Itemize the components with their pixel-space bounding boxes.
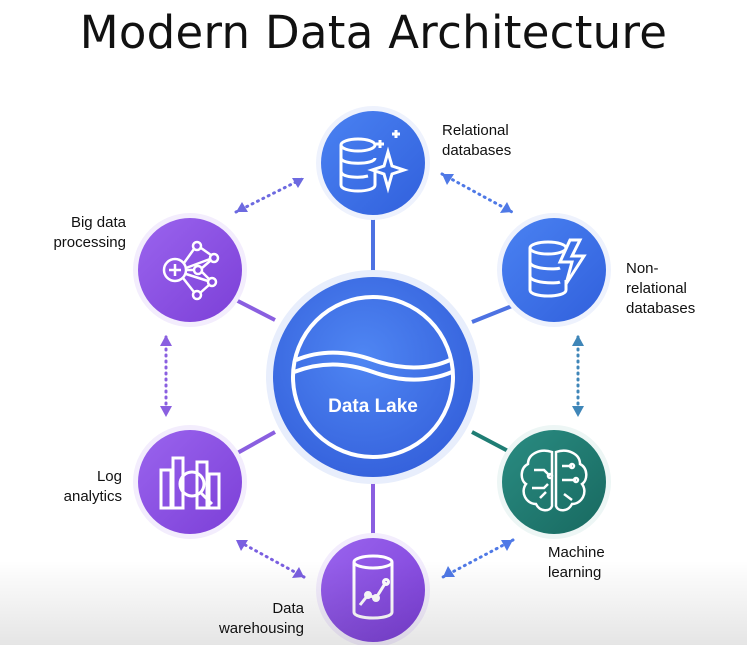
cylinder-chart-icon	[352, 554, 394, 620]
machine-learning-node	[497, 425, 611, 539]
arrow-relational-nonrelational	[440, 172, 514, 214]
dotted-arrows	[160, 172, 584, 579]
label-line: warehousing	[218, 620, 304, 637]
label-machine-learning: Machine learning	[548, 543, 605, 583]
relational-databases-node	[316, 106, 430, 220]
label-line: Non-	[626, 260, 659, 277]
label-line: databases	[626, 300, 696, 317]
brain-circuit-icon	[520, 449, 588, 512]
arrow-ml-warehousing	[441, 538, 515, 579]
label-line: learning	[548, 564, 602, 581]
page-title: Modern Data Architecture	[79, 6, 668, 59]
label-nonrelational-databases: Non- relational databases	[626, 259, 695, 319]
label-line: Big data	[70, 214, 126, 231]
label-log-analytics: Log analytics	[40, 467, 122, 507]
label-line: Data	[272, 600, 304, 617]
label-line: analytics	[63, 488, 122, 505]
nonrelational-databases-node	[497, 213, 611, 327]
bar-chart-magnifier-icon	[159, 456, 221, 510]
spokes	[231, 218, 523, 545]
spoke-log	[231, 430, 276, 458]
arrow-bigdata-relational	[234, 176, 306, 214]
label-data-warehousing: Data warehousing	[208, 599, 304, 639]
spoke-ml	[471, 430, 511, 454]
spoke-bigdata	[231, 296, 276, 322]
arrow-warehousing-log	[234, 538, 306, 579]
data-lake-label: Data Lake	[328, 396, 418, 417]
water-wave-line-2	[293, 362, 453, 382]
data-lake-node: Data Lake	[266, 270, 480, 484]
network-graph-icon	[162, 240, 220, 301]
log-analytics-node	[133, 425, 247, 539]
database-sparkle-icon	[339, 130, 409, 194]
label-big-data-processing: Big data processing	[20, 213, 126, 253]
label-line: databases	[442, 142, 512, 159]
database-lightning-icon	[528, 238, 587, 298]
water-wave-line-1	[295, 350, 451, 370]
data-warehousing-node	[316, 533, 430, 645]
label-line: Log	[96, 468, 122, 485]
label-line: Relational	[442, 122, 509, 139]
label-relational-databases: Relational databases	[442, 121, 511, 161]
label-line: Machine	[548, 544, 605, 561]
label-line: processing	[53, 234, 126, 251]
label-line: relational	[626, 280, 687, 297]
big-data-processing-node	[133, 213, 247, 327]
